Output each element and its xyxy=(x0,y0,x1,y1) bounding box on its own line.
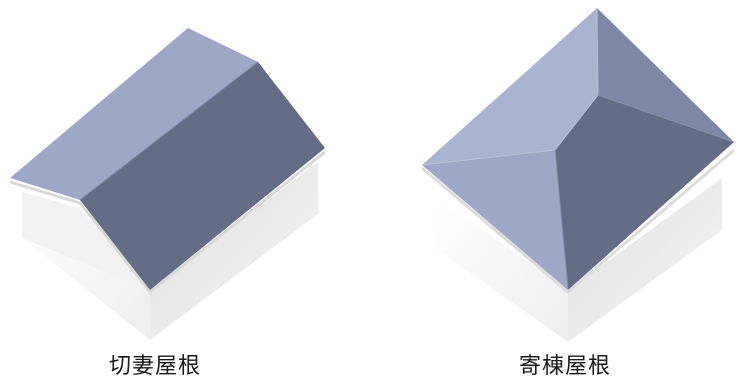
gable-roof-plane-left xyxy=(10,28,258,200)
gable-roof-plane-right xyxy=(80,62,325,290)
hip-roof-figure: 寄棟屋根 xyxy=(400,0,739,385)
hip-wall-right xyxy=(568,178,722,342)
hip-roof-caption: 寄棟屋根 xyxy=(518,354,611,379)
gable-gable-end xyxy=(22,192,150,290)
hip-wall-left xyxy=(438,198,568,342)
gable-roof-caption: 切妻屋根 xyxy=(108,354,201,379)
hip-roof-plane-back-right xyxy=(597,8,734,142)
gable-roof-illustration xyxy=(9,28,326,340)
hip-roof-plane-back-left xyxy=(422,8,598,165)
gable-roof-figure: 切妻屋根 xyxy=(0,0,340,385)
hip-roof-illustration xyxy=(421,7,735,342)
hip-roof-plane-front-left xyxy=(422,150,568,290)
hip-roof-plane-front-right xyxy=(555,95,734,290)
gable-wall-right xyxy=(150,162,318,340)
